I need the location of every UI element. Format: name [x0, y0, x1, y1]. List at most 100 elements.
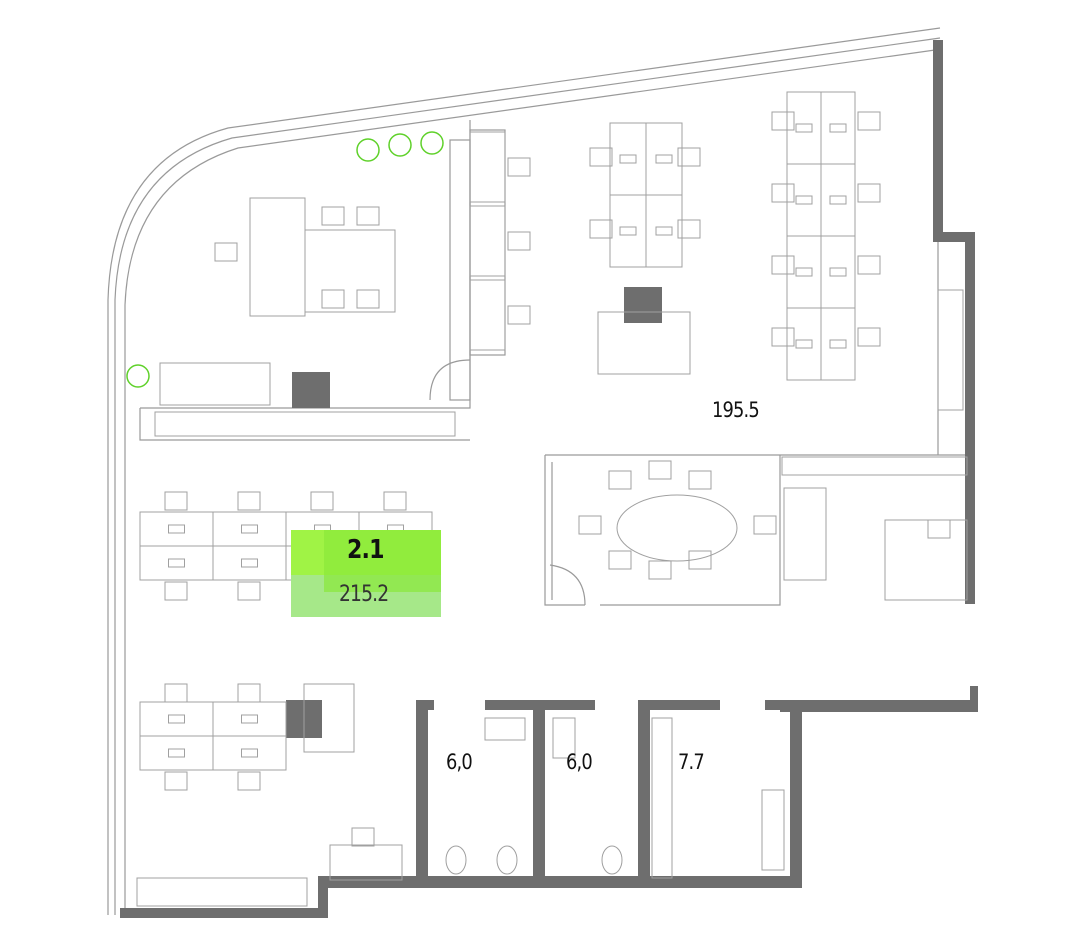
- chair: [857, 327, 881, 347]
- walls: [120, 40, 978, 918]
- desk: [212, 701, 287, 737]
- area-label-wc-1: 6,0: [446, 750, 473, 774]
- chair: [321, 289, 345, 309]
- chair: [648, 560, 672, 580]
- conference-table: [616, 494, 738, 562]
- plant-icon: [420, 131, 444, 155]
- desk: [139, 735, 214, 771]
- chair: [771, 255, 795, 275]
- chair: [356, 206, 380, 226]
- chair: [507, 157, 531, 177]
- door-arc: [549, 564, 586, 606]
- monitor: [655, 226, 673, 236]
- chair: [771, 327, 795, 347]
- chair: [164, 581, 188, 601]
- desk: [329, 844, 403, 881]
- desk: [139, 545, 214, 581]
- monitor: [168, 558, 185, 568]
- desk: [609, 194, 647, 268]
- monitor: [795, 267, 813, 277]
- desk: [212, 735, 287, 771]
- desk: [469, 131, 506, 203]
- sink: [484, 717, 526, 741]
- chair: [237, 581, 261, 601]
- chair: [383, 491, 407, 511]
- desk: [786, 235, 822, 309]
- monitor: [168, 524, 185, 534]
- desk: [469, 279, 506, 351]
- armchair: [303, 683, 355, 753]
- chair: [648, 460, 672, 480]
- sink: [552, 717, 576, 759]
- desk: [820, 91, 856, 165]
- monitor: [241, 524, 258, 534]
- chair: [857, 255, 881, 275]
- chair: [351, 827, 375, 847]
- monitor: [655, 154, 673, 164]
- desk: [139, 701, 214, 737]
- unit-highlight[interactable]: 2.1 215.2: [291, 530, 441, 617]
- monitor: [241, 714, 258, 724]
- desk: [212, 545, 287, 581]
- chair: [677, 147, 701, 167]
- area-label-storage: 7.7: [678, 750, 705, 774]
- meeting-room: [544, 454, 975, 606]
- sofa: [783, 487, 827, 581]
- desk: [786, 307, 822, 381]
- desk: [597, 311, 691, 375]
- chair: [356, 289, 380, 309]
- desk: [645, 194, 683, 268]
- chair: [589, 219, 613, 239]
- monitor: [829, 123, 847, 133]
- monitor: [241, 748, 258, 758]
- chair: [164, 771, 188, 791]
- monitor: [795, 195, 813, 205]
- area-label-main: 195.5: [712, 398, 760, 422]
- chair: [608, 550, 632, 570]
- chair: [321, 206, 345, 226]
- chair: [164, 491, 188, 511]
- chair: [857, 111, 881, 131]
- chair: [507, 305, 531, 325]
- desk: [139, 511, 214, 547]
- chair: [771, 183, 795, 203]
- monitor: [619, 226, 637, 236]
- shelf: [154, 411, 456, 437]
- chair: [771, 111, 795, 131]
- desk: [786, 163, 822, 237]
- chair: [688, 550, 712, 570]
- desk: [820, 235, 856, 309]
- monitor: [168, 748, 185, 758]
- chair: [310, 491, 334, 511]
- chair: [677, 219, 701, 239]
- chair: [237, 683, 261, 703]
- chair: [857, 183, 881, 203]
- facade-glazing: [114, 37, 941, 915]
- shelf: [136, 877, 308, 907]
- plant-icon: [388, 133, 412, 157]
- desk: [645, 122, 683, 196]
- chair: [927, 519, 951, 539]
- chair: [753, 515, 777, 535]
- chair: [578, 515, 602, 535]
- storage-rack: [781, 456, 968, 476]
- chair: [237, 771, 261, 791]
- shelving: [651, 717, 673, 879]
- area-label-wc-2: 6,0: [566, 750, 593, 774]
- meeting-table: [304, 229, 396, 313]
- toilet: [601, 845, 623, 875]
- chair: [164, 683, 188, 703]
- monitor: [829, 339, 847, 349]
- desk: [609, 122, 647, 196]
- desk: [249, 197, 306, 317]
- plant-icon: [356, 138, 380, 162]
- desk: [786, 91, 822, 165]
- desk: [212, 511, 287, 547]
- sofa: [159, 362, 271, 406]
- unit-number: 2.1: [347, 535, 384, 565]
- chair: [237, 491, 261, 511]
- monitor: [241, 558, 258, 568]
- reception-desk: [884, 519, 968, 601]
